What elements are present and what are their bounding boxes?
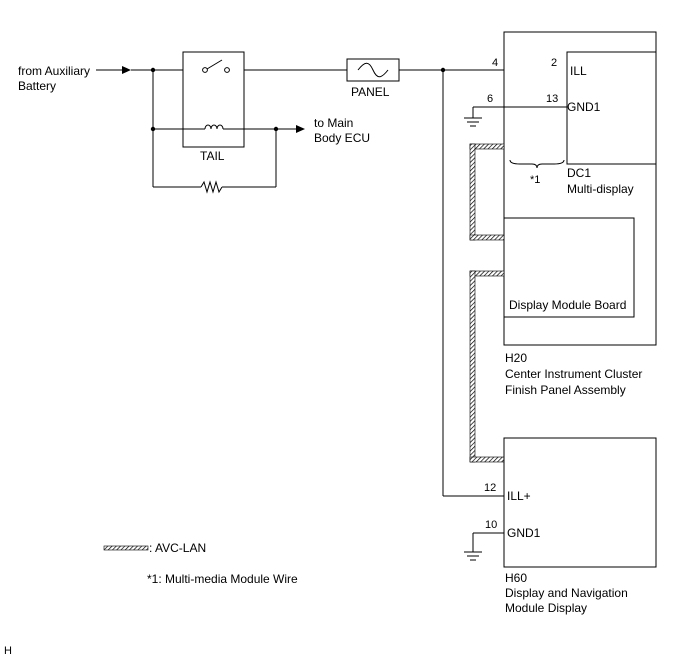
to-ecu-line1: to Main <box>314 116 353 130</box>
display-module-board-label: Display Module Board <box>509 298 626 312</box>
fuse-icon <box>357 62 389 78</box>
wire-note-mark: *1 <box>530 174 540 186</box>
ecu-arrow <box>296 125 305 133</box>
h60-pin-gnd: 10 <box>485 519 497 531</box>
h20-line2: Finish Panel Assembly <box>505 383 626 397</box>
to-ecu-line2: Body ECU <box>314 131 370 145</box>
corner-mark: H <box>4 645 12 657</box>
h60-line1: Display and Navigation <box>505 586 628 600</box>
h60-pin-ill: 12 <box>484 482 496 494</box>
dc1-terminal-gnd: GND1 <box>567 100 601 114</box>
h60-box <box>503 437 657 568</box>
relay-coil-icon <box>204 124 224 130</box>
wire-brace <box>509 159 565 169</box>
avc-lan-legend-swatch <box>103 545 149 551</box>
h60-terminal-gnd: GND1 <box>507 526 541 540</box>
dc1-description: Multi-display <box>567 182 634 196</box>
ground-icon <box>464 117 482 127</box>
relay-box <box>182 51 245 148</box>
dc1-pin-ill-outer: 4 <box>492 57 498 69</box>
relay-label: TAIL <box>200 149 225 163</box>
display-module-board-box <box>503 217 635 318</box>
dc1-name: DC1 <box>567 166 591 180</box>
source-label-line2: Battery <box>18 79 56 93</box>
fuse-label: PANEL <box>351 85 390 99</box>
h60-terminal-ill: ILL+ <box>507 489 531 503</box>
ground-icon <box>464 551 482 561</box>
resistor-icon <box>200 180 223 194</box>
avc-lan-harness-h60 <box>469 270 505 463</box>
avc-lan-harness-dc1 <box>469 143 505 241</box>
h60-code: H60 <box>505 571 527 585</box>
h20-line1: Center Instrument Cluster <box>505 367 642 381</box>
dc1-box <box>566 51 657 165</box>
source-label-line1: from Auxiliary <box>18 64 90 78</box>
dc1-terminal-ill: ILL <box>570 64 587 78</box>
h20-code: H20 <box>505 351 527 365</box>
source-arrow <box>96 66 131 74</box>
dc1-pin-ill-inner: 2 <box>551 57 557 69</box>
relay-switch-icon <box>202 59 230 73</box>
avc-lan-legend-label: : AVC-LAN <box>149 541 206 555</box>
wire-note-legend: *1: Multi-media Module Wire <box>147 572 298 586</box>
h60-line2: Module Display <box>505 601 587 615</box>
dc1-pin-gnd-inner: 13 <box>546 93 558 105</box>
dc1-pin-gnd-outer: 6 <box>487 93 493 105</box>
